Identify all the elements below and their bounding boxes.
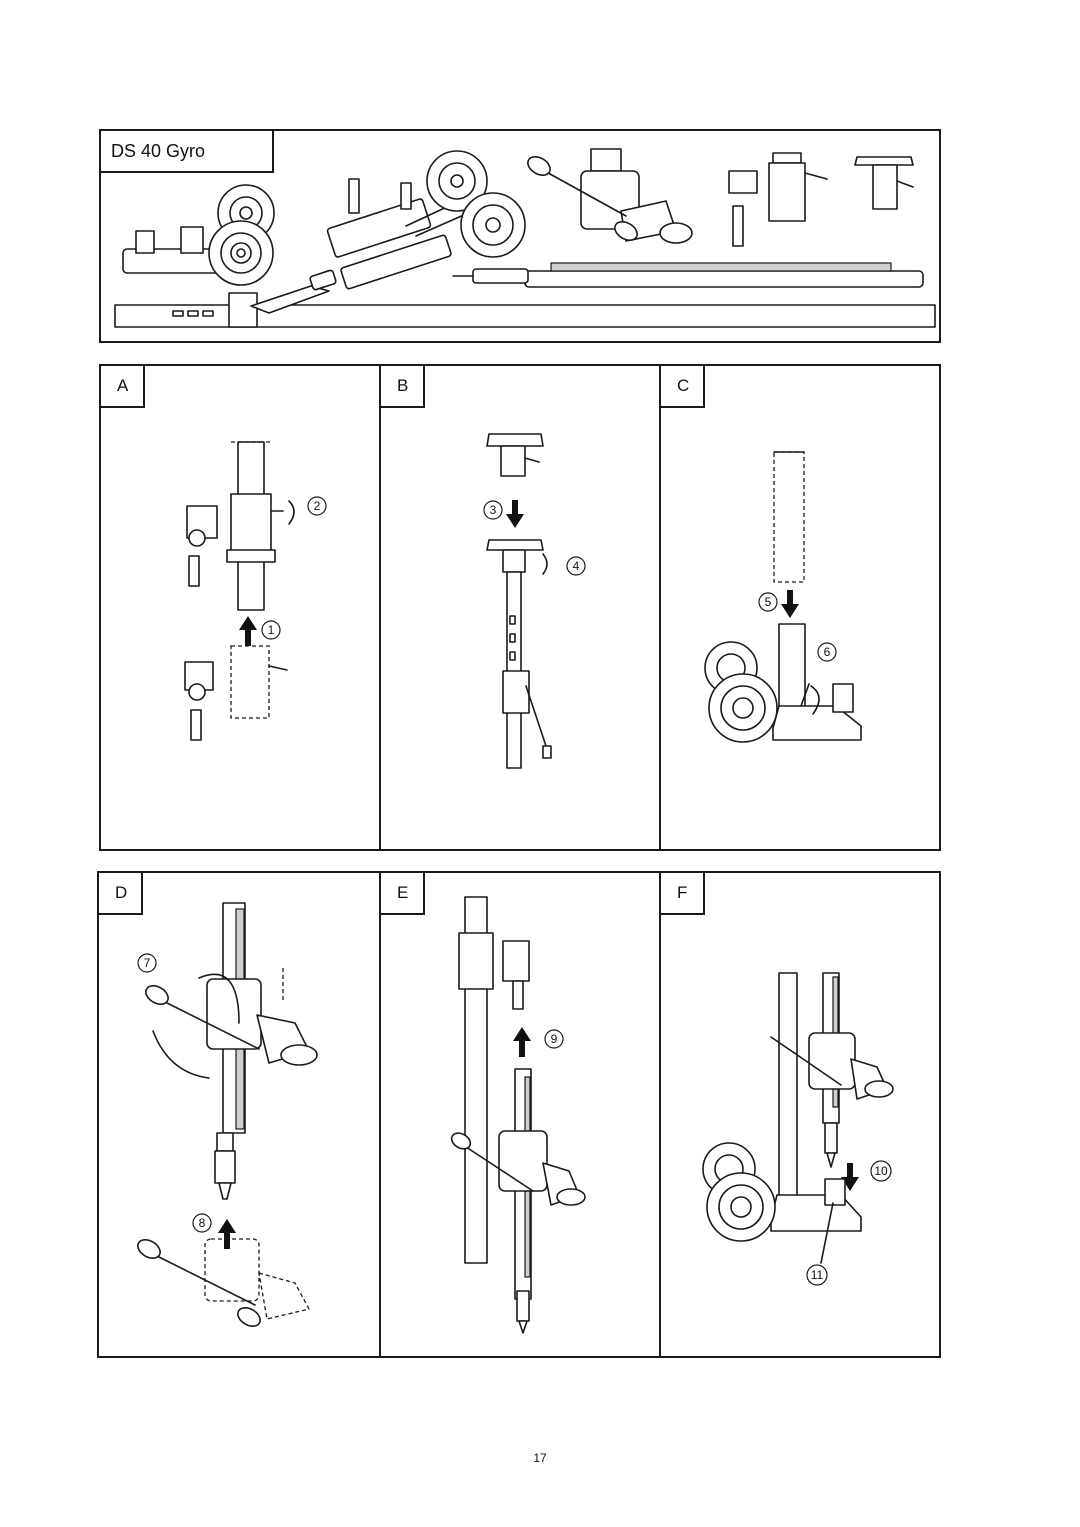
panel-d-illustration: 7 8 (137, 902, 318, 1327)
step-5-badge: 5 (758, 592, 778, 612)
parts-illustration (114, 148, 936, 328)
rotate-arrow-icon (810, 685, 820, 715)
drill-carriage-icon (145, 978, 318, 1066)
top-cap-icon (854, 156, 914, 210)
step-6-badge: 6 (817, 642, 837, 662)
step-4-badge: 4 (566, 556, 586, 576)
panel-c-illustration: 5 6 (704, 451, 862, 743)
panel-b-illustration: 3 4 (483, 433, 586, 769)
panel-a-illustration: 2 1 (184, 441, 327, 741)
base-with-wheels-icon (704, 623, 862, 743)
rotate-arrow-icon (542, 553, 548, 575)
arrow-up-icon (513, 1027, 531, 1057)
rotate-arrow-icon (288, 500, 295, 525)
column-icon (186, 441, 284, 611)
parts-overview-box: DS 40 Gyro (99, 129, 941, 343)
svg-text:1: 1 (268, 623, 275, 637)
arrow-down-icon (506, 500, 524, 528)
column-icon (486, 539, 552, 769)
svg-text:6: 6 (824, 645, 831, 659)
step-9-badge: 9 (544, 1029, 564, 1049)
panel-e-label: E (379, 871, 425, 915)
svg-text:9: 9 (551, 1032, 558, 1046)
page-number: 17 (533, 1451, 547, 1465)
svg-text:5: 5 (765, 595, 772, 609)
svg-text:4: 4 (573, 559, 580, 573)
arrow-down-icon (781, 590, 799, 618)
panel-c: C 5 6 (659, 364, 941, 851)
step-7-badge: 7 (137, 953, 157, 973)
step-2-badge: 2 (307, 496, 327, 516)
svg-text:7: 7 (144, 956, 151, 970)
model-title: DS 40 Gyro (99, 129, 274, 173)
step-3-badge: 3 (483, 500, 503, 520)
arrow-up-icon (218, 1219, 236, 1249)
column-icon (773, 451, 805, 583)
carriage-lower-icon (137, 1238, 310, 1327)
step-8-badge: 8 (192, 1213, 212, 1233)
panel-d: D 7 8 (97, 871, 381, 1358)
column-icon (770, 972, 894, 1214)
panel-f-label: F (659, 871, 705, 915)
svg-text:2: 2 (314, 499, 321, 513)
drill-carriage-icon (450, 1068, 586, 1334)
base-part-icon (122, 184, 275, 286)
rotate-arrow-icon-2 (152, 1030, 210, 1079)
panel-f: F 10 11 (659, 871, 941, 1358)
top-cap-icon (486, 433, 544, 477)
drill-carriage-icon (527, 148, 693, 244)
svg-text:11: 11 (811, 1268, 824, 1282)
column-icon (458, 896, 530, 1264)
rack-column-icon (214, 902, 246, 1200)
panel-f-illustration: 10 11 (702, 972, 894, 1286)
base-with-wheels-icon (702, 1142, 862, 1242)
step-1-badge: 1 (261, 620, 281, 640)
column-clamp-icon (728, 152, 828, 247)
arrow-up-icon (239, 616, 257, 646)
clamp-dashed-icon (184, 645, 288, 741)
svg-text:8: 8 (199, 1216, 206, 1230)
step-11-badge: 11 (806, 1264, 828, 1286)
svg-text:10: 10 (874, 1164, 888, 1178)
panel-c-label: C (659, 364, 705, 408)
panel-b-label: B (379, 364, 425, 408)
svg-text:3: 3 (490, 503, 497, 517)
wheel-kit-icon (326, 150, 526, 290)
rotate-arrow-icon (198, 973, 240, 1024)
panel-e-illustration: 9 (450, 896, 586, 1334)
panel-a-label: A (99, 364, 145, 408)
main-column-icon (114, 269, 936, 328)
panel-d-label: D (97, 871, 143, 915)
panel-e: E 9 (379, 871, 661, 1358)
rack-column-icon (452, 262, 924, 288)
panel-b: B 3 4 (379, 364, 661, 851)
step-10-badge: 10 (870, 1160, 892, 1182)
panel-a: A 2 1 (99, 364, 381, 851)
